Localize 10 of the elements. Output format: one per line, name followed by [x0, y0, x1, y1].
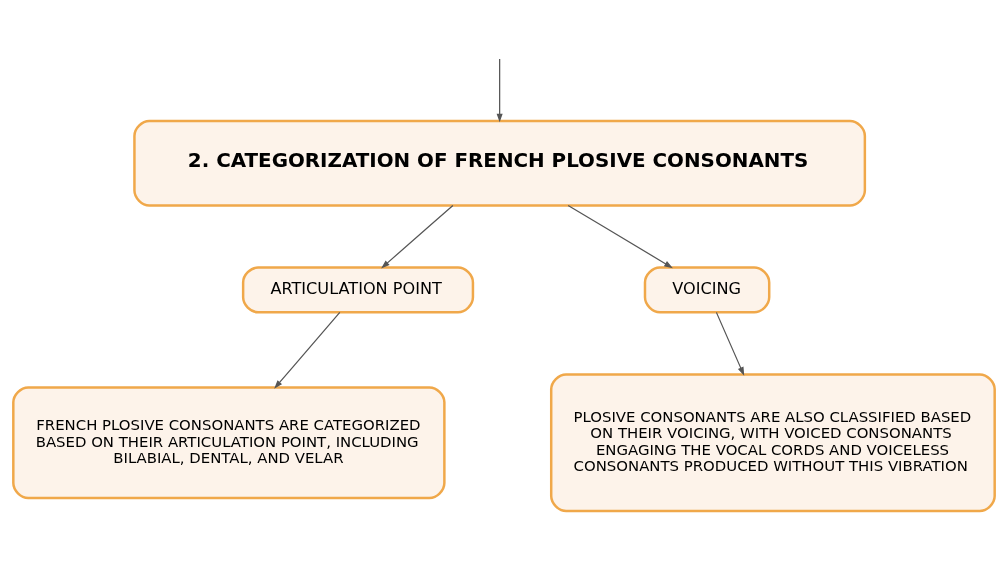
node-box: 2. CATEGORIZATION OF FRENCH PLOSIVE CONSONANTS: [133, 119, 867, 207]
node-box: PLOSIVE CONSONANTS ARE ALSO CLASSIFIED BASED ON THEIR VOICING, WITH VOICED CONSONANTS ENGAGING THE VOCAL CORDS AND VOICELESS CONSONANTS PRODUCED WITHOUT THIS VIBRATION: [549, 373, 996, 513]
arrow: [381, 204, 454, 269]
arrow: [567, 204, 673, 269]
arrow: [715, 311, 745, 376]
node-box: FRENCH PLOSIVE CONSONANTS ARE CATEGORIZED BASED ON THEIR ARTICULATION POINT, INCLUDING BILABIAL, DENTAL, AND VELAR: [12, 386, 446, 500]
node-box: ARTICULATION POINT: [241, 266, 475, 314]
arrow: [496, 58, 503, 123]
node-box: VOICING: [643, 266, 771, 314]
arrow: [274, 311, 341, 389]
